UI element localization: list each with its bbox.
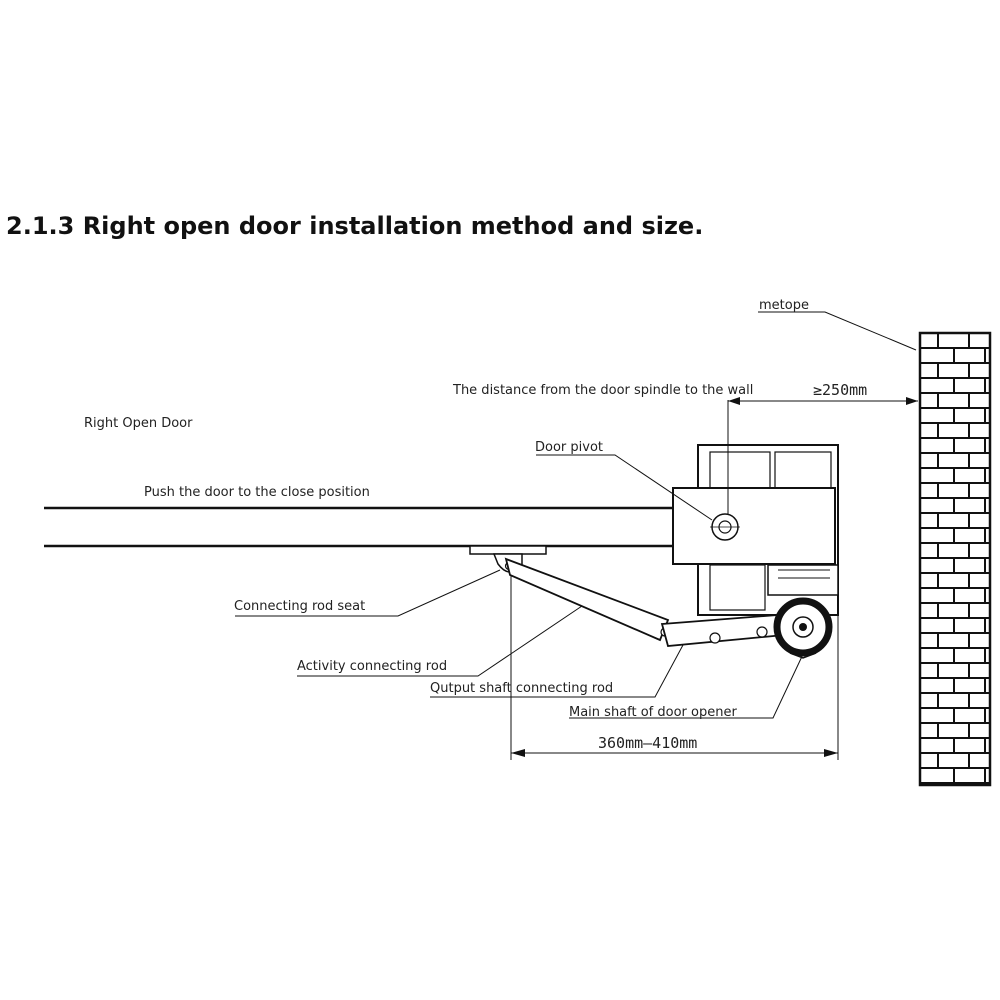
- rod-seat-label: Connecting rod seat: [234, 599, 365, 614]
- door-pivot-label: Door pivot: [535, 440, 603, 455]
- door-pivot: [710, 513, 740, 541]
- activity-connecting-rod: [504, 557, 670, 642]
- leader-lines: [235, 311, 917, 719]
- spindle-wall-dimension: [727, 397, 918, 515]
- output-rod-label: Qutput shaft connecting rod: [430, 681, 613, 696]
- right-open-door-label: Right Open Door: [84, 416, 193, 431]
- door-opener-housing: [672, 444, 839, 616]
- rod-range-label: 360mm—410mm: [598, 734, 697, 752]
- main-shaft-label: Main shaft of door opener: [569, 705, 737, 720]
- spindle-min-label: ≥250mm: [813, 381, 867, 399]
- brick-wall: [918, 331, 992, 787]
- page-title: 2.1.3 Right open door installation metho…: [6, 212, 704, 240]
- main-shaft: [773, 597, 833, 659]
- output-shaft-connecting-rod: [660, 613, 797, 647]
- rod-range-dimension: [510, 576, 839, 760]
- activity-rod-label: Activity connecting rod: [297, 659, 447, 674]
- spindle-distance-label: The distance from the door spindle to th…: [452, 383, 753, 398]
- door-leaf: [44, 506, 676, 548]
- push-door-label: Push the door to the close position: [144, 485, 370, 500]
- metope-label: metope: [759, 298, 809, 313]
